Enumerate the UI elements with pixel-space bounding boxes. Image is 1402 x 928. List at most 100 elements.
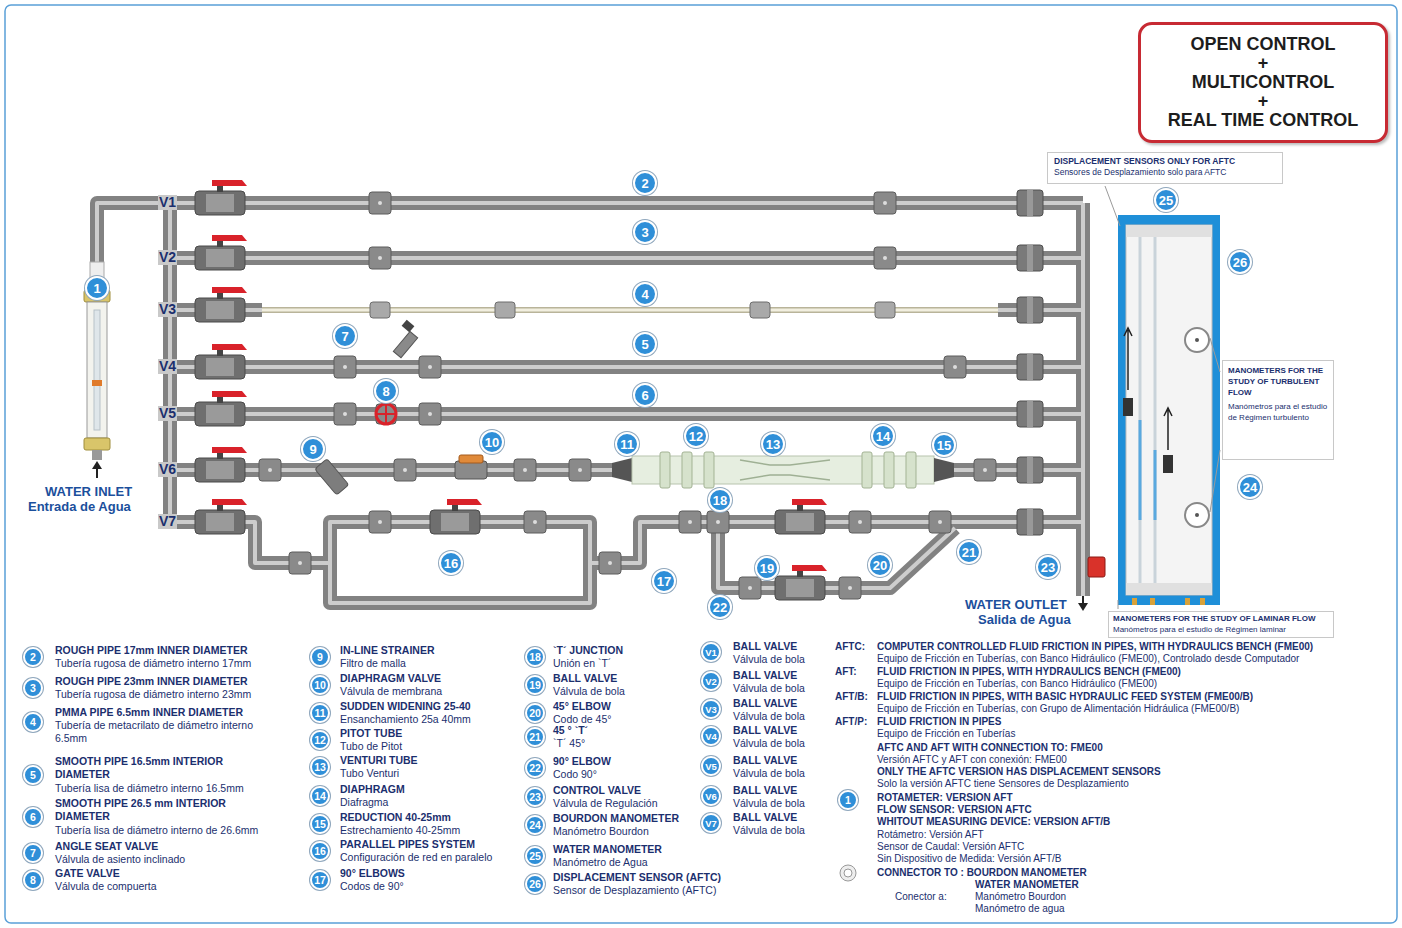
callout-number: 18	[529, 652, 541, 663]
legend-text: BALL VALVE	[733, 811, 797, 824]
coupling	[370, 302, 390, 318]
legend-text: Tubo de Pitot	[340, 740, 402, 753]
box-text: Manómetros para el estudio de Régimen la…	[1113, 625, 1329, 636]
leader-line	[1105, 186, 1220, 609]
coupling	[259, 190, 1043, 599]
version-code: AFT:	[835, 666, 857, 678]
callout-number: 4	[641, 288, 648, 301]
inlet-stub	[92, 450, 102, 460]
callout-number: 24	[1243, 481, 1257, 494]
legend-text: DIAPHRAGM	[340, 783, 405, 796]
t-45	[929, 511, 951, 533]
valve-tag: V3	[158, 302, 177, 317]
angle-seat-valve	[393, 320, 417, 358]
venturi-tube	[740, 460, 830, 480]
legend-text: SMOOTH PIPE 26.5 mm INTERIOR DIAMETER	[55, 797, 230, 823]
box-text: +	[1258, 54, 1269, 73]
box-text: MULTICONTROL	[1192, 73, 1335, 92]
manometer-tap	[1200, 598, 1205, 605]
legend-text: Válvula de bola	[733, 737, 805, 750]
legend-text: Configuración de red en paralelo	[340, 851, 492, 864]
ball-valve	[195, 180, 247, 215]
callout-number: 3	[30, 683, 36, 694]
water-level	[1139, 420, 1142, 520]
ball-valve	[775, 499, 827, 534]
callout-number: 5	[641, 338, 648, 351]
callout-circle: 14	[310, 786, 330, 806]
legend-text: IN-LINE STRAINER	[340, 644, 435, 657]
strainer	[315, 459, 349, 495]
legend-text: Tubería rugosa de diámetro interno 17mm	[55, 657, 251, 670]
callout-number: 2	[641, 177, 648, 190]
valve-tag: V2	[158, 250, 177, 265]
box-text: DISPLACEMENT SENSORS ONLY FOR AFTC	[1054, 156, 1276, 167]
legend-text: Válvula de bola	[733, 824, 805, 837]
callout-circle: 8	[374, 379, 398, 403]
version-note: Equipo de Fricción en Tuberías, con Grup…	[877, 703, 1239, 715]
legend-text: DIAPHRAGM VALVE	[340, 672, 441, 685]
legend-text: Ensanchamiento 25a 40mm	[340, 713, 471, 726]
bourdon-dial	[1195, 338, 1199, 342]
legend-text: Tubería lisa de diámetro interno de 26.6…	[55, 824, 258, 837]
callout-circle: 1	[85, 276, 109, 300]
displacement-sensor	[1123, 398, 1133, 416]
callout-circle: 17	[652, 569, 676, 593]
callout-circle: 9	[301, 437, 325, 461]
legend-text: Tubería lisa de diámetro interno 16.5mm	[55, 782, 244, 795]
callout-number: 21	[962, 546, 976, 559]
leader-line	[1105, 186, 1120, 226]
callout-circle: V2	[701, 671, 721, 691]
callout-number: 13	[766, 438, 780, 451]
version-note: WATER MANOMETER	[975, 879, 1079, 891]
reduction	[934, 458, 954, 482]
coupling	[944, 356, 966, 378]
flow-label: Salida de Agua	[978, 612, 1071, 627]
legend-text: 90° ELBOWS	[340, 867, 405, 880]
callout-number: 9	[309, 443, 316, 456]
legend-text: PARALLEL PIPES SYSTEM	[340, 838, 475, 851]
callout-circle: 22	[708, 595, 732, 619]
callout-circle: V5	[701, 756, 721, 776]
callout-number: 10	[314, 680, 326, 691]
callout-number: 21	[529, 732, 541, 743]
callout-circle: 24	[1238, 475, 1262, 499]
union	[1017, 297, 1043, 323]
manometer-frame	[1126, 583, 1212, 595]
coupling	[419, 403, 441, 425]
rotameter-float	[92, 380, 102, 386]
callout-number: 11	[620, 438, 634, 451]
coupling	[750, 302, 770, 318]
callout-circle: 12	[310, 730, 330, 750]
callout-number: V3	[705, 704, 717, 715]
manometer-tap	[1150, 598, 1155, 605]
callout-circle: 12	[684, 424, 708, 448]
callout-number: 23	[529, 792, 541, 803]
callout-circle: 21	[957, 540, 981, 564]
callout-circle: 9	[310, 647, 330, 667]
sudden-widening	[612, 458, 632, 482]
legend-text: BOURDON MANOMETER	[553, 812, 679, 825]
control-valve	[1088, 557, 1105, 577]
version-note: CONNECTOR TO : BOURDON MANOMETER	[877, 867, 1087, 879]
water-column	[1139, 237, 1142, 583]
legend-text: Válvula de compuerta	[55, 880, 157, 893]
manometer-tap	[1185, 598, 1190, 605]
gate-valve	[376, 404, 396, 424]
callout-number: 25	[1159, 194, 1173, 207]
version-note: Manómetro de agua	[975, 903, 1065, 915]
version-note: WHITOUT MEASURING DEVICE: VERSION AFT/B	[877, 816, 1110, 828]
connector-icon	[840, 865, 856, 881]
legend-text: Codos de 90°	[340, 880, 404, 893]
box-text: Sensores de Desplazamiento solo para AFT…	[1054, 167, 1276, 178]
legend-text: Válvula de Regulación	[553, 797, 658, 810]
legend-text: Manómetro Bourdon	[553, 825, 649, 838]
callout-circle: 4	[23, 712, 43, 732]
coupling	[419, 356, 441, 378]
flow-label: Entrada de Agua	[28, 499, 131, 514]
outlet-arrow	[1082, 596, 1084, 604]
callout-circle: 8	[23, 870, 43, 890]
callout-number: V7	[705, 818, 717, 829]
coupling	[569, 459, 591, 481]
coupling	[524, 511, 546, 533]
